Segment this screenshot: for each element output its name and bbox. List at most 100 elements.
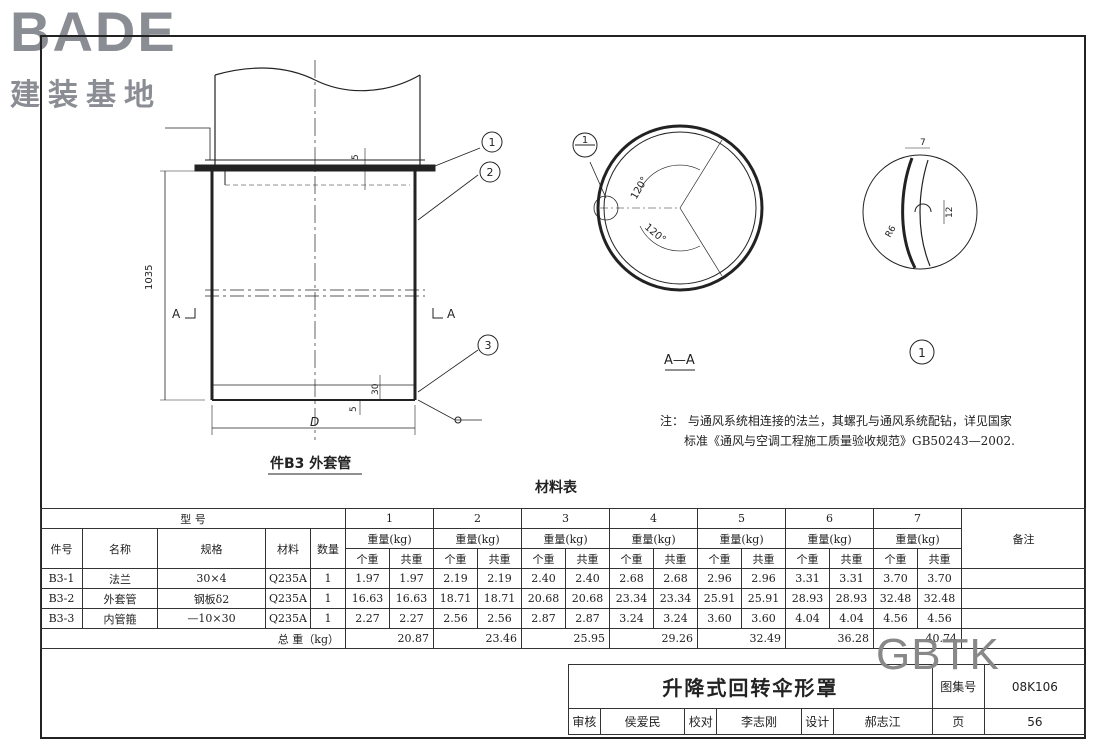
- page-number: 56: [983, 708, 1087, 735]
- weight-header: 重量(kg): [521, 528, 610, 549]
- cell-weight: 1.97: [389, 568, 434, 589]
- detail-1-view: [862, 147, 978, 365]
- section-aa-view: [572, 124, 764, 371]
- review-label: 审核: [568, 708, 601, 735]
- outer-pipe-elevation: [160, 60, 503, 440]
- note-line-1: 注： 与通风系统相连接的法兰，其螺孔与通风系统配钻，详见国家: [660, 413, 1012, 428]
- unit-weight-header: 个重: [785, 548, 830, 569]
- total-value: 23.46: [433, 628, 522, 649]
- header-part-no: 件号: [40, 528, 83, 569]
- total-weight-header: 共重: [389, 548, 434, 569]
- unit-weight-header: 个重: [609, 548, 654, 569]
- cell-weight: 2.27: [389, 608, 434, 629]
- cell-weight: 4.56: [873, 608, 918, 629]
- cell-spec: —10×30: [157, 608, 266, 629]
- cell-weight: 3.60: [697, 608, 742, 629]
- logo: BADE: [10, 0, 177, 63]
- part-title: 件B3 外套管: [270, 455, 351, 472]
- total-value: 36.28: [785, 628, 874, 649]
- weight-header: 重量(kg): [785, 528, 874, 549]
- cell-weight: 2.40: [565, 568, 610, 589]
- title-block: 升降式回转伞形罩 图集号 08K106 审核 侯爱民 校对 李志刚 设计 郝志江…: [568, 664, 1087, 735]
- table-caption: 材料表: [535, 479, 578, 496]
- cell-weight: 20.68: [521, 588, 566, 609]
- cell-weight: 2.68: [653, 568, 698, 589]
- cell-qty: 1: [310, 608, 346, 629]
- total-weight-header: 共重: [565, 548, 610, 569]
- cell-weight: 4.04: [829, 608, 874, 629]
- header-spec: 规格: [157, 528, 266, 569]
- cell-weight: 3.31: [785, 568, 830, 589]
- detail-1-label: 1: [918, 346, 926, 360]
- cell-weight: 2.19: [477, 568, 522, 589]
- total-value: 25.95: [521, 628, 610, 649]
- weight-header: 重量(kg): [873, 528, 962, 549]
- weight-header: 重量(kg): [433, 528, 522, 549]
- header-name: 名称: [82, 528, 158, 569]
- section-mark-right: A: [447, 307, 456, 321]
- cell-weight: 3.24: [609, 608, 654, 629]
- drawing-frame: [40, 35, 1086, 739]
- cell-remarks: [961, 588, 1086, 609]
- logo-subtitle: 建装基地: [10, 78, 162, 113]
- cell-weight: 20.68: [565, 588, 610, 609]
- cell-weight: 3.70: [873, 568, 918, 589]
- cell-weight: 3.31: [829, 568, 874, 589]
- total-value: 32.49: [697, 628, 786, 649]
- cell-spec: 钢板δ2: [157, 588, 266, 609]
- unit-weight-header: 个重: [873, 548, 918, 569]
- cell-weight: 28.93: [785, 588, 830, 609]
- total-weight-header: 共重: [477, 548, 522, 569]
- cell-weight: 2.96: [697, 568, 742, 589]
- cell-weight: 16.63: [389, 588, 434, 609]
- header-remarks: 备注: [961, 508, 1086, 569]
- cell-name: 法兰: [82, 568, 158, 589]
- cell-remarks: [961, 568, 1086, 589]
- cell-id: B3-3: [40, 608, 83, 629]
- cell-spec: 30×4: [157, 568, 266, 589]
- cell-weight: 2.27: [345, 608, 390, 629]
- cell-qty: 1: [310, 588, 346, 609]
- cell-weight: 18.71: [433, 588, 478, 609]
- cell-id: B3-2: [40, 588, 83, 609]
- cell-weight: 18.71: [477, 588, 522, 609]
- group-3: 3: [521, 508, 610, 529]
- drawing-title: 升降式回转伞形罩: [568, 664, 933, 709]
- weight-header: 重量(kg): [345, 528, 434, 549]
- unit-header-row: 个重共重个重共重个重共重个重共重个重共重个重共重个重共重: [41, 548, 1086, 569]
- group-6: 6: [785, 508, 874, 529]
- note-line-2: 标准《通风与空调工程施工质量验收规范》GB50243—2002.: [684, 433, 1015, 448]
- cell-weight: 3.24: [653, 608, 698, 629]
- cell-mat: Q235A: [265, 608, 311, 629]
- cell-weight: 4.56: [917, 608, 962, 629]
- cell-weight: 28.93: [829, 588, 874, 609]
- cell-remarks: [961, 628, 1086, 649]
- group-1: 1: [345, 508, 434, 529]
- total-weight-header: 共重: [741, 548, 786, 569]
- total-value: 20.87: [345, 628, 434, 649]
- checker: 李志刚: [716, 708, 802, 735]
- callout-1: 1: [489, 136, 496, 149]
- cell-weight: 32.48: [917, 588, 962, 609]
- detail-r-dim: R6: [884, 224, 899, 240]
- weight-header: 重量(kg): [697, 528, 786, 549]
- header-model: 型 号: [40, 508, 346, 529]
- cell-weight: 4.04: [785, 608, 830, 629]
- cell-weight: 2.87: [521, 608, 566, 629]
- bottom-30-dim: 30: [371, 383, 381, 395]
- group-2: 2: [433, 508, 522, 529]
- diameter-dim: D: [310, 415, 319, 429]
- total-weight-header: 共重: [653, 548, 698, 569]
- unit-weight-header: 个重: [521, 548, 566, 569]
- cell-weight: 2.40: [521, 568, 566, 589]
- unit-weight-header: 个重: [697, 548, 742, 569]
- section-mark-left: A: [172, 307, 181, 321]
- cell-weight: 23.34: [609, 588, 654, 609]
- callout-3: 3: [485, 339, 492, 352]
- section-aa-label: A—A: [664, 353, 695, 368]
- material-table: 型 号 1 2 3 4 5 6 7 备注 件号 名称 规格 材料 数量 重量(k…: [40, 508, 1086, 649]
- cell-weight: 32.48: [873, 588, 918, 609]
- cell-mat: Q235A: [265, 568, 311, 589]
